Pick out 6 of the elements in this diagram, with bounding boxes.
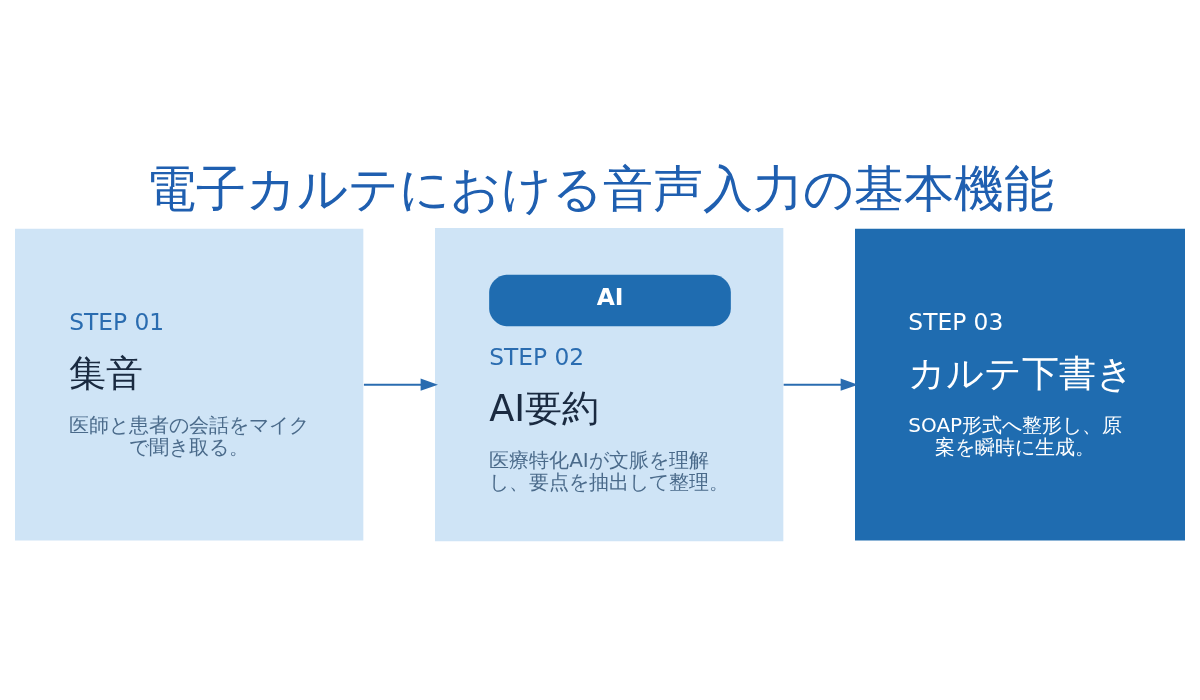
diagram-title: 電子カルテにおける音声入力の基本機能 <box>146 159 1054 218</box>
node-box: STEP 01 集音 医師と患者の会話をマイクで聞き取る。 <box>15 228 364 540</box>
arrow <box>782 378 858 391</box>
node-box: AI STEP 02 AI要約 医療特化AIが文脈を理解し、要点を抽出して整理。 <box>435 227 784 541</box>
arrow <box>362 378 438 391</box>
node-box: STEP 03 カルテ下書き SOAP形式へ整形し、原案を瞬時に生成。 <box>855 228 1185 540</box>
